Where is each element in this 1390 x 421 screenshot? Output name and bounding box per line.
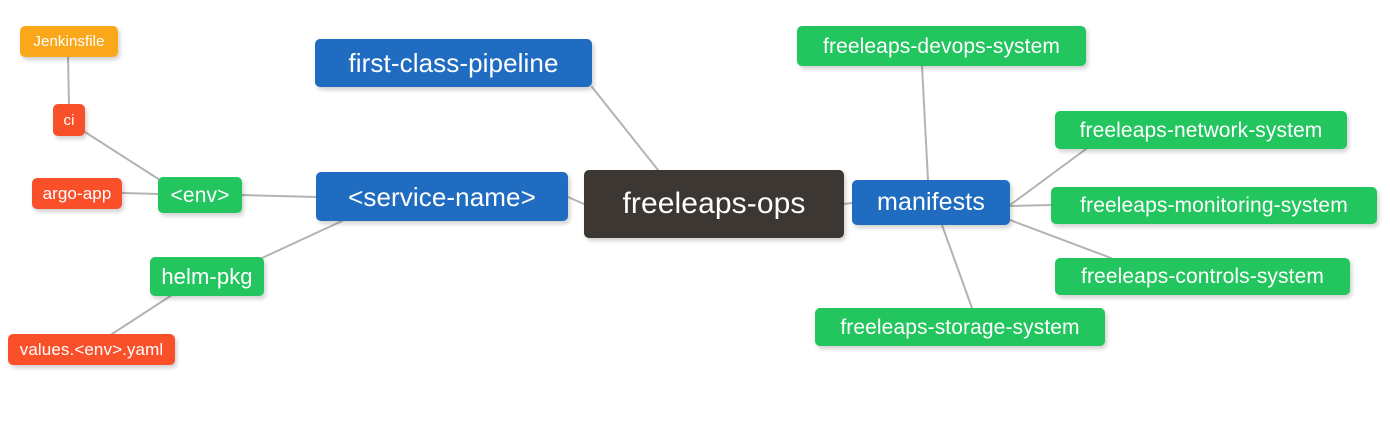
mindmap-node-monitoring-system[interactable]: freeleaps-monitoring-system (1051, 187, 1377, 224)
mindmap-node-helm-pkg[interactable]: helm-pkg (150, 257, 264, 296)
mindmap-node-label: freeleaps-ops (622, 187, 806, 220)
mindmap-node-label: freeleaps-network-system (1079, 118, 1323, 142)
mindmap-node-label: freeleaps-storage-system (840, 315, 1080, 339)
mindmap-node-storage-system[interactable]: freeleaps-storage-system (815, 308, 1105, 346)
edge-manifests-to-controls-system (1009, 219, 1112, 259)
edge-service-name-to-helm-pkg (261, 220, 343, 259)
mindmap-node-label: <service-name> (348, 181, 536, 212)
mindmap-node-label: freeleaps-devops-system (823, 34, 1060, 58)
edge-root-to-service-name (567, 196, 585, 205)
edge-manifests-to-devops-system (921, 65, 929, 181)
mindmap-node-label: first-class-pipeline (348, 48, 559, 78)
mindmap-node-jenkinsfile[interactable]: Jenkinsfile (20, 26, 118, 57)
mindmap-node-manifests[interactable]: manifests (852, 180, 1010, 225)
mindmap-node-label: manifests (877, 188, 985, 216)
mindmap-node-label: helm-pkg (161, 263, 253, 289)
mindmap-node-label: Jenkinsfile (33, 33, 105, 50)
mindmap-node-network-system[interactable]: freeleaps-network-system (1055, 111, 1347, 149)
edge-env-to-ci (84, 131, 161, 181)
mindmap-node-label: ci (63, 111, 75, 129)
mindmap-node-controls-system[interactable]: freeleaps-controls-system (1055, 258, 1350, 295)
edge-env-to-argo-app (121, 192, 159, 195)
edge-manifests-to-storage-system (941, 224, 973, 309)
mindmap-node-devops-system[interactable]: freeleaps-devops-system (797, 26, 1086, 66)
edge-ci-to-jenkinsfile (67, 56, 70, 105)
mindmap-node-label: freeleaps-controls-system (1081, 265, 1324, 288)
mindmap-node-label: freeleaps-monitoring-system (1080, 194, 1348, 217)
mindmap-node-env[interactable]: <env> (158, 177, 242, 213)
edge-root-to-first-class-pipeline (591, 86, 659, 171)
mindmap-node-root[interactable]: freeleaps-ops (584, 170, 844, 238)
mindmap-node-label: argo-app (42, 184, 112, 203)
mindmap-node-label: values.<env>.yaml (19, 340, 164, 359)
edge-root-to-manifests (843, 202, 853, 205)
mindmap-node-label: <env> (170, 183, 230, 207)
edge-manifests-to-monitoring-system (1009, 204, 1052, 207)
edge-helm-pkg-to-values-yaml (111, 294, 173, 335)
mindmap-node-service-name[interactable]: <service-name> (316, 172, 568, 221)
mindmap-node-values-yaml[interactable]: values.<env>.yaml (8, 334, 175, 365)
edge-service-name-to-env (241, 194, 317, 198)
mindmap-node-ci[interactable]: ci (53, 104, 85, 136)
mindmap-node-argo-app[interactable]: argo-app (32, 178, 122, 209)
mindmap-node-first-class-pipeline[interactable]: first-class-pipeline (315, 39, 592, 87)
